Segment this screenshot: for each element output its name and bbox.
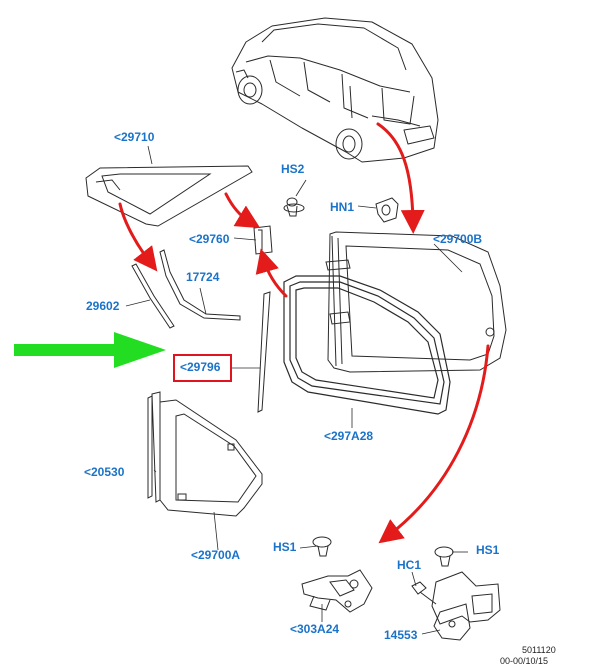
frame-seal-297a28 — [283, 275, 451, 415]
vehicle-illustration — [231, 17, 439, 163]
label-17724: 17724 — [186, 270, 220, 284]
arrow-to-mechanism — [378, 344, 490, 544]
label-29796: <29796 — [180, 360, 221, 374]
label-29602: 29602 — [86, 299, 120, 313]
clip-29760 — [253, 225, 273, 255]
label-29760: <29760 — [189, 232, 230, 246]
label-29710: <29710 — [114, 130, 155, 144]
footer-code-partial: 00-00/10/15 — [500, 656, 549, 666]
label-29700a: <29700A — [191, 548, 241, 562]
label-29700b: <29700B — [433, 232, 483, 246]
leader-lines — [125, 145, 468, 635]
fixed-glass-29700a — [147, 391, 263, 517]
label-hn1: HN1 — [330, 200, 355, 214]
label-14553: 14553 — [384, 628, 418, 642]
nut-hn1 — [375, 197, 399, 223]
label-303a24: <303A24 — [290, 622, 340, 636]
arrow-to-29760 — [224, 192, 261, 229]
footer-code: 5011120 — [522, 645, 556, 655]
label-297a28: <297A28 — [324, 429, 374, 443]
hinge-303a24 — [301, 536, 373, 613]
highlight-box — [173, 354, 232, 382]
label-hs1-left: HS1 — [273, 540, 297, 554]
label-hs1-right: HS1 — [476, 543, 500, 557]
window-glass-29700b — [325, 231, 507, 373]
label-hs2: HS2 — [281, 162, 305, 176]
arrow-to-29602 — [118, 202, 158, 272]
actuator-14553 — [411, 546, 501, 641]
label-20530: <20530 — [84, 465, 125, 479]
callout-arrows — [118, 122, 490, 544]
quarter-trim-29710 — [85, 165, 253, 227]
arrow-to-29700b — [376, 122, 425, 234]
channel-29796 — [257, 291, 271, 413]
arrow-to-clip — [255, 248, 288, 298]
screw-hs2 — [283, 197, 305, 217]
label-hc1: HC1 — [397, 558, 422, 572]
pointer-arrow — [14, 332, 166, 368]
